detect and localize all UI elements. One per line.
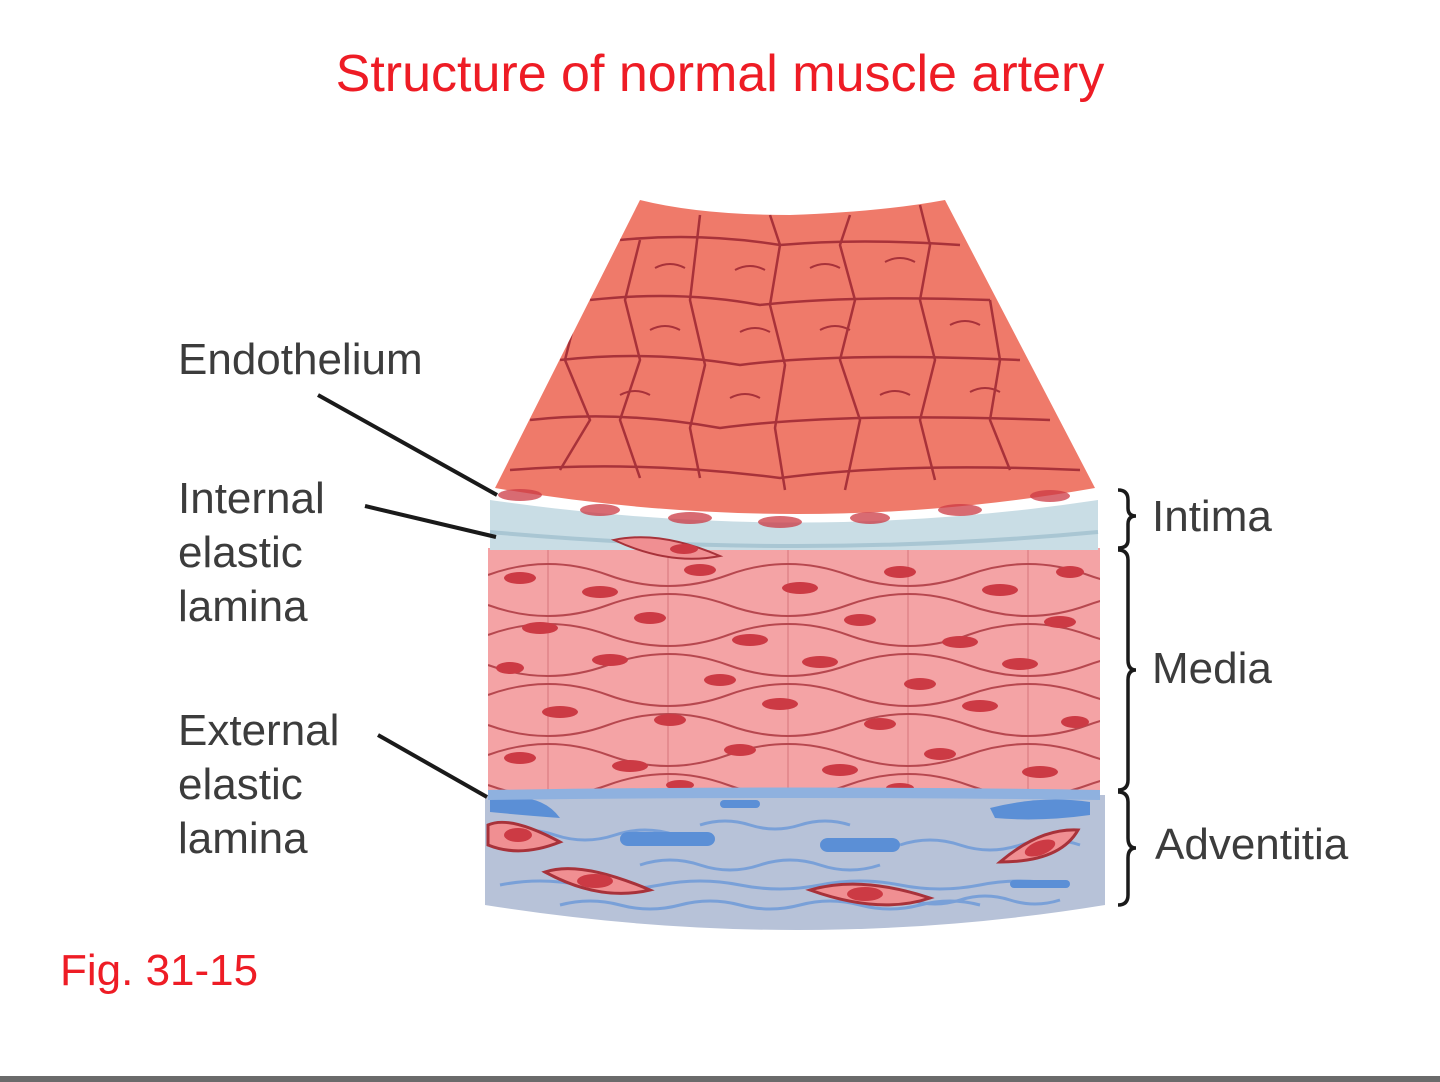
label-external-elastic-lamina-line1: External: [178, 706, 340, 755]
label-internal-elastic-lamina-line1: Internal: [178, 474, 325, 523]
external-elastic-lamina-band: [488, 787, 1100, 800]
label-internal-elastic-lamina-line2: elastic: [178, 528, 303, 577]
media-bracket: [1117, 548, 1137, 792]
label-media: Media: [1152, 644, 1272, 693]
endothelium-leader-line: [317, 393, 498, 497]
adventitia-layer: [485, 795, 1105, 930]
bottom-divider: [0, 1076, 1440, 1082]
label-external-elastic-lamina-line2: elastic: [178, 760, 303, 809]
internal-elastic-lamina-leader-line: [364, 504, 497, 539]
intima-bracket: [1117, 488, 1137, 550]
adventitia-bracket: [1117, 790, 1137, 907]
figure-title: Structure of normal muscle artery: [335, 45, 1105, 103]
figure-reference: Fig. 31-15: [60, 946, 259, 995]
label-adventitia: Adventitia: [1155, 820, 1349, 869]
external-elastic-lamina-leader-line: [377, 733, 488, 799]
label-intima: Intima: [1152, 492, 1272, 541]
label-internal-elastic-lamina-line3: lamina: [178, 582, 308, 631]
endothelium-layer: [495, 200, 1095, 528]
media-layer: [488, 548, 1100, 795]
label-external-elastic-lamina-line3: lamina: [178, 814, 308, 863]
label-endothelium: Endothelium: [178, 335, 423, 384]
